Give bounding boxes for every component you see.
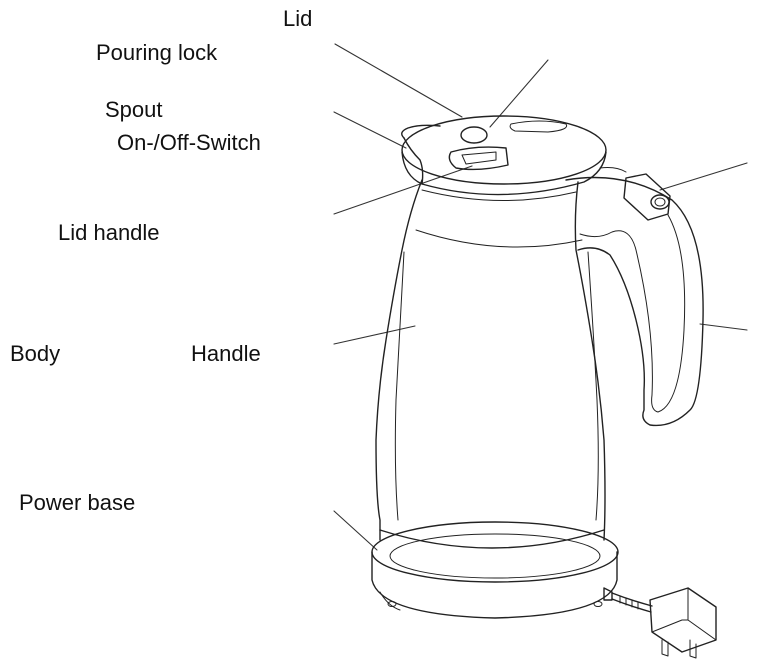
label-spout: Spout xyxy=(105,97,163,122)
leader-line-lid-handle xyxy=(333,165,473,215)
label-handle: Handle xyxy=(191,341,261,366)
label-pouring-lock: Pouring lock xyxy=(96,40,218,65)
label-on-off-switch: On-/Off-Switch xyxy=(117,130,261,155)
kettle-lid xyxy=(401,115,607,196)
leader-line-on-off-switch xyxy=(659,162,748,191)
leader-line-power-base xyxy=(333,510,378,551)
pouring-lock-button xyxy=(460,126,488,144)
leader-lines xyxy=(333,43,748,551)
label-lid: Lid xyxy=(283,6,313,31)
leader-line-body xyxy=(333,325,416,345)
leader-line-spout xyxy=(333,111,407,149)
label-lid-handle: Lid handle xyxy=(58,220,160,245)
kettle-body xyxy=(375,179,606,549)
label-body: Body xyxy=(10,341,61,366)
kettle-handle xyxy=(565,167,704,427)
power-base xyxy=(371,521,619,619)
leader-line-lid xyxy=(334,43,463,118)
on-off-switch xyxy=(623,173,671,221)
power-cord-plug xyxy=(603,587,717,659)
lid-handle-grip xyxy=(448,146,509,171)
leader-line-handle xyxy=(699,323,748,331)
label-power-base: Power base xyxy=(19,490,136,515)
